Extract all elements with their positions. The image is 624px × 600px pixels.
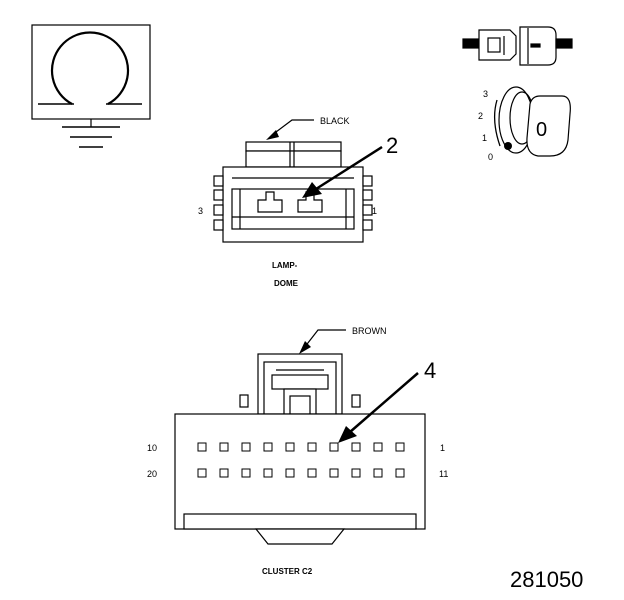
pin-number-left: 3 (198, 206, 203, 216)
cluster-cavity-callout: 4 (338, 358, 436, 443)
callout-number: 4 (424, 358, 436, 383)
key-position-label: 1 (482, 133, 487, 143)
connector-plug-icon (462, 26, 573, 66)
pin-number-right: 1 (372, 206, 377, 216)
lamp-cavity-callout: 2 (302, 133, 398, 198)
pin-number-row2-right: 11 (439, 469, 448, 479)
key-label: 0 (536, 119, 547, 141)
symbol-box (31, 24, 151, 120)
connector-name-line1: LAMP- (272, 261, 298, 270)
wire-color-label: BROWN (352, 326, 387, 336)
key-position-label: 3 (483, 89, 488, 99)
pin-number-row1-left: 10 (147, 443, 157, 453)
ground-icon (62, 119, 120, 148)
lamp-color-callout: BLACK (266, 116, 350, 140)
omega-icon (50, 31, 130, 105)
lamp-dome-connector (213, 141, 373, 243)
pin-cavities-row-2 (197, 468, 405, 478)
wire-color-label: BLACK (320, 116, 350, 126)
pin-cavities-row-1 (197, 442, 405, 452)
ignition-switch: 3 2 1 0 0 (478, 86, 571, 162)
key-position-label: 0 (488, 152, 493, 162)
key-position-marker (504, 142, 512, 150)
connector-name-line2: DOME (274, 279, 299, 288)
cluster-c2-connector (174, 353, 426, 545)
key-position-label: 2 (478, 111, 483, 121)
omega-ground-symbol (31, 24, 151, 148)
figure-number: 281050 (510, 567, 583, 592)
pin-number-row1-right: 1 (440, 443, 445, 453)
callout-number: 2 (386, 133, 398, 158)
pin-number-row2-left: 20 (147, 469, 157, 479)
connector-name: CLUSTER C2 (262, 567, 313, 576)
key-head (526, 95, 571, 157)
cluster-color-callout: BROWN (299, 326, 387, 354)
